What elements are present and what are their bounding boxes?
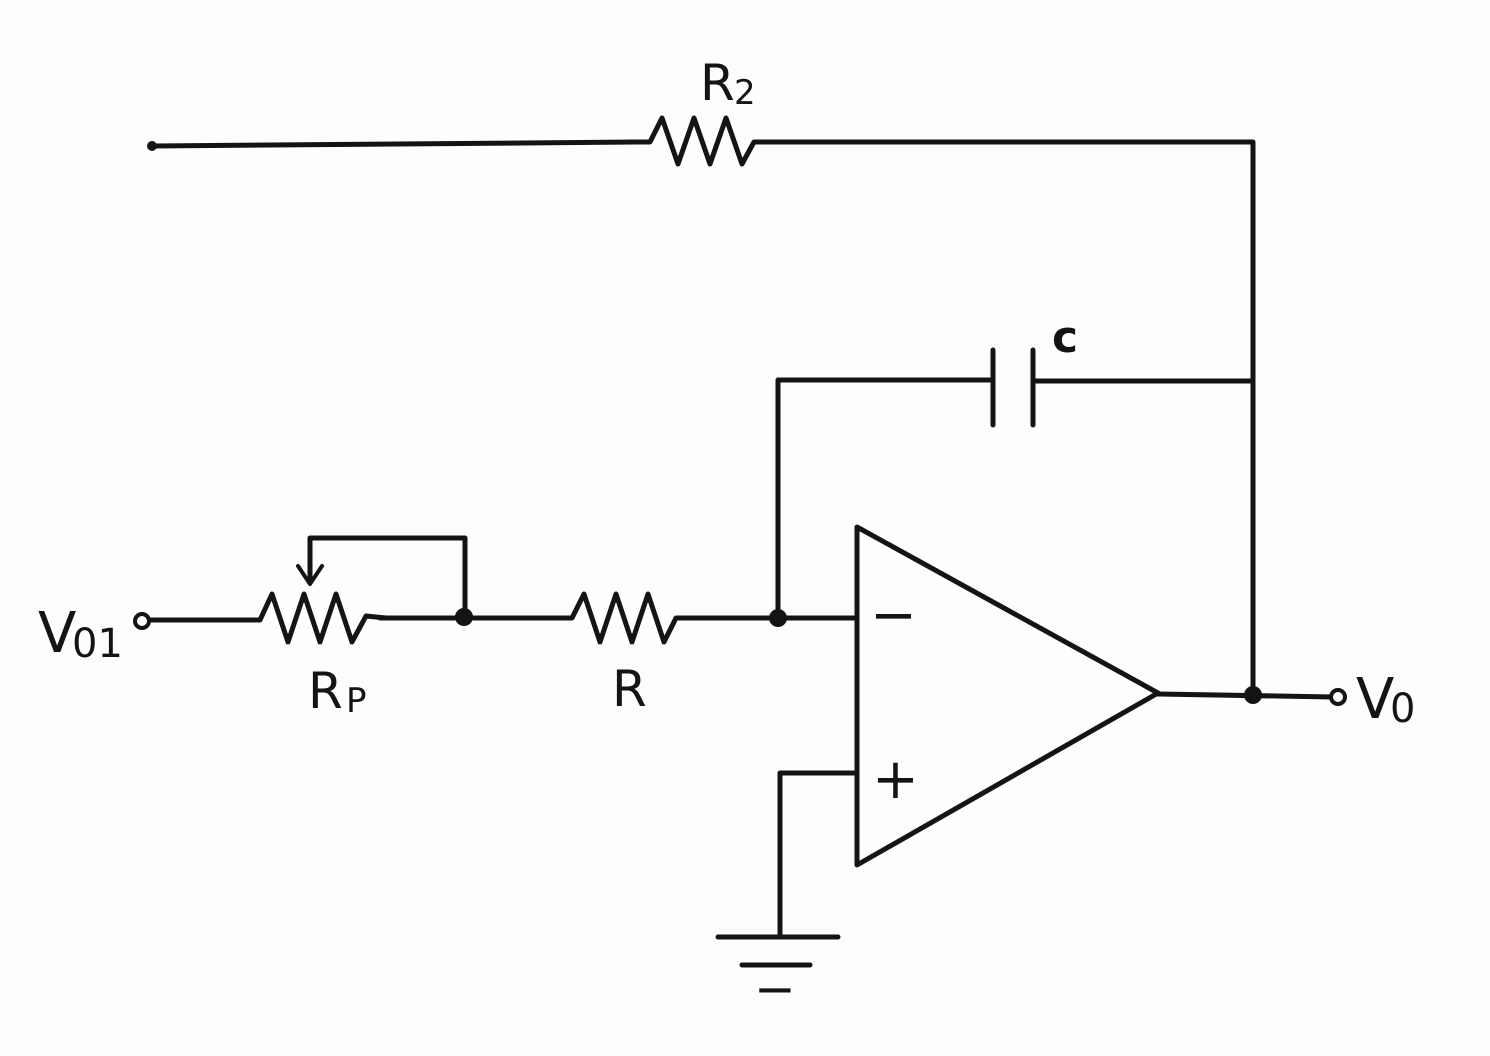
label-c: c bbox=[1052, 312, 1078, 363]
label-r2-subscript: 2 bbox=[734, 73, 756, 113]
label-r2: R bbox=[700, 54, 735, 112]
junction-inverting bbox=[769, 609, 787, 627]
label-minus-input: − bbox=[870, 583, 917, 648]
resistor-r bbox=[552, 591, 698, 645]
label-vo1: V bbox=[38, 601, 76, 666]
label-r: R bbox=[612, 660, 647, 718]
label-plus-input: + bbox=[872, 747, 919, 812]
ground-wire bbox=[777, 770, 858, 938]
junction-rp bbox=[455, 608, 473, 626]
label-vo1-subscript: 01 bbox=[72, 621, 123, 667]
label-rp: R bbox=[308, 662, 343, 720]
r2-feedback-wire bbox=[147, 139, 1256, 700]
ground-icon bbox=[715, 934, 841, 968]
capacitor-c bbox=[775, 347, 1256, 620]
resistor-r2 bbox=[627, 115, 773, 167]
label-rp-subscript: P bbox=[346, 681, 367, 721]
label-vo-subscript: 0 bbox=[1390, 686, 1415, 732]
label-vo: V bbox=[1356, 667, 1394, 732]
label-ground-minus: − bbox=[754, 960, 796, 1018]
potentiometer-rp bbox=[242, 535, 468, 645]
op-amp bbox=[854, 524, 1161, 868]
terminal-vo bbox=[1329, 688, 1347, 706]
terminal-vo1 bbox=[133, 612, 151, 630]
junction-output bbox=[1244, 686, 1262, 704]
